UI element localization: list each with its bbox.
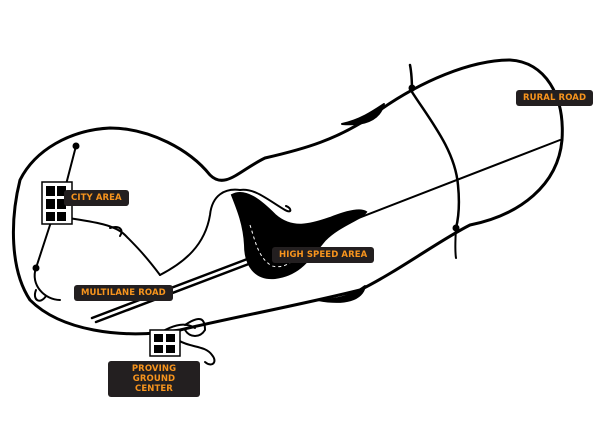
- multilane-road-line-2: [94, 260, 256, 324]
- high-speed-inner-dash: [249, 224, 306, 268]
- city-connector: [67, 217, 161, 276]
- proving-ground-center-label-line2: CENTER: [135, 384, 173, 394]
- city-connector-2: [109, 226, 123, 237]
- rural-road-label: RURAL ROAD: [516, 90, 594, 106]
- center-road: [184, 318, 206, 337]
- rural-bump-bottom: [317, 285, 366, 303]
- proving-ground-center-label-line1: PROVING GROUND: [131, 364, 177, 384]
- multilane-road-label: MULTILANE ROAD: [74, 285, 173, 301]
- junction-dot: [32, 264, 40, 272]
- outer-track: [11, 58, 564, 336]
- rural-inner-road: [408, 63, 461, 230]
- center-blocks-icon: [149, 329, 181, 357]
- high-speed-area: [230, 192, 368, 280]
- junction-dot: [452, 224, 460, 232]
- junction-dot: [72, 142, 80, 150]
- center-road-2: [164, 323, 196, 331]
- center-road-3: [177, 339, 216, 366]
- city-area-label: CITY AREA: [64, 190, 129, 206]
- inner-loop-hook: [239, 188, 292, 213]
- inner-loop-left: [159, 188, 241, 276]
- bottom-left-loop: [34, 289, 47, 302]
- high-speed-area-label: HIGH SPEED AREA: [272, 247, 375, 263]
- junction-dot: [408, 84, 416, 92]
- proving-ground-center-label: PROVING GROUND CENTER: [108, 361, 200, 397]
- city-road-south: [33, 267, 61, 301]
- rural-bump-top: [341, 103, 385, 126]
- rural-vertical-road: [454, 227, 457, 259]
